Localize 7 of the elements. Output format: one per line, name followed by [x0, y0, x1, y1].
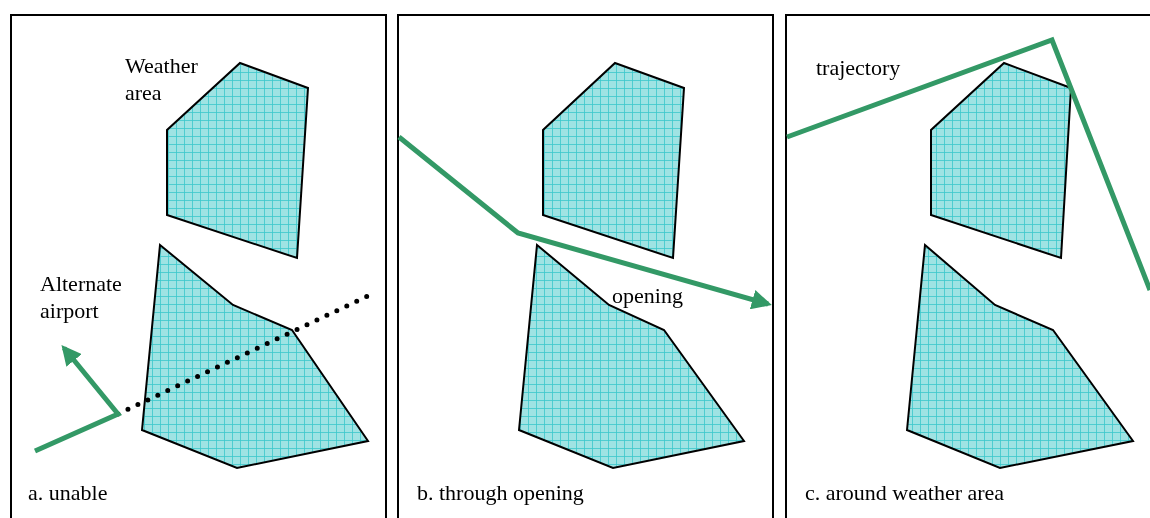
- panel-caption: c. around weather area: [805, 480, 1005, 506]
- panel-caption: a. unable: [28, 480, 108, 506]
- annotation-text: Weather area: [125, 52, 199, 106]
- panel-caption: b. through opening: [417, 480, 584, 506]
- annotation-text: trajectory: [816, 54, 902, 81]
- annotation-text: Alternate airport: [40, 270, 123, 324]
- annotation-text: opening: [612, 282, 684, 309]
